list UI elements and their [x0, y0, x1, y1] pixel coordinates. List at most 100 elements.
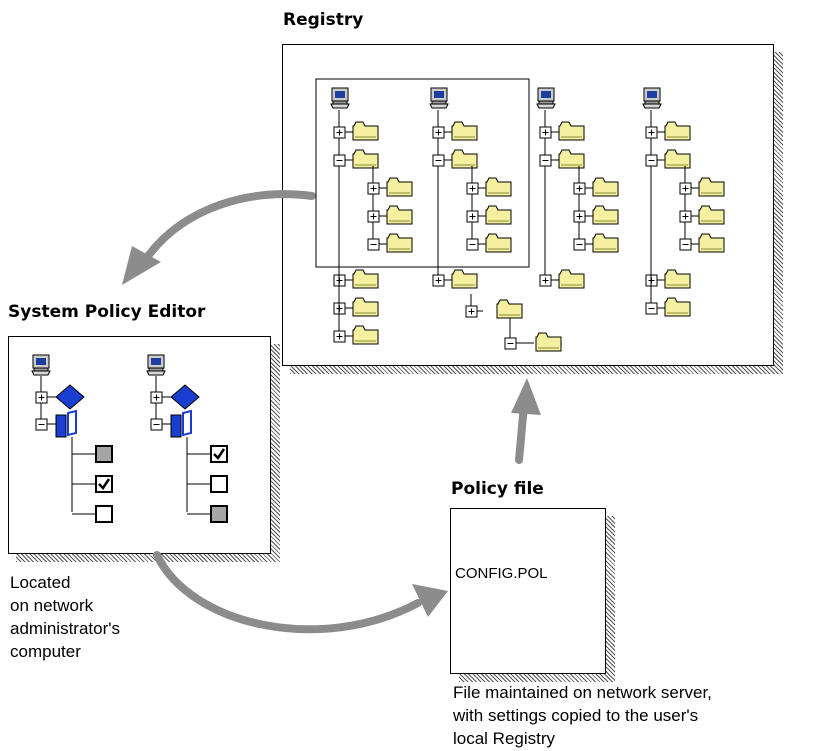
plus-expander-icon [432, 126, 445, 139]
computer-icon [330, 87, 350, 109]
checkmark [213, 448, 226, 460]
plus-expander-icon [367, 210, 380, 223]
checkbox-icon [210, 475, 228, 493]
registry-trees [330, 87, 725, 352]
folder-icon [451, 269, 478, 289]
folder-icon [698, 177, 725, 197]
folder-icon [352, 149, 379, 169]
arrow-head-left [122, 246, 161, 285]
plus-expander-icon [573, 210, 586, 223]
editor-caption-line: on network [10, 596, 94, 615]
minus-expander-icon [367, 238, 380, 251]
arrow-head-up [511, 378, 541, 415]
policy-file-title: Policy file [451, 479, 544, 499]
policy-tree [146, 354, 228, 523]
editor-trees [31, 354, 228, 523]
folder-icon [451, 149, 478, 169]
policy-file-caption: File maintained on network server, with s… [453, 681, 712, 750]
editor-caption-line: computer [10, 642, 81, 661]
folder-icon [485, 205, 512, 225]
policy-file-box [450, 508, 606, 674]
folder-icon [664, 269, 691, 289]
minus-expander-icon [333, 154, 346, 167]
plus-expander-icon [333, 126, 346, 139]
minus-expander-icon [35, 418, 48, 431]
folder-icon [485, 233, 512, 253]
minus-expander-icon [504, 337, 517, 350]
closed-book-icon [55, 384, 85, 410]
minus-expander-icon [150, 418, 163, 431]
computer-icon [536, 87, 556, 109]
minus-expander-icon [645, 154, 658, 167]
folder-icon [698, 233, 725, 253]
arrow-head-right [412, 584, 448, 617]
policy-caption-line: File maintained on network server, [453, 683, 712, 702]
folder-icon [592, 177, 619, 197]
folder-icon [535, 332, 562, 352]
plus-expander-icon [539, 126, 552, 139]
registry-subtree [465, 294, 562, 352]
folder-icon [352, 269, 379, 289]
folder-icon [664, 297, 691, 317]
folder-icon [352, 121, 379, 141]
registry-subset-frame [315, 78, 530, 268]
editor-caption-line: Located [10, 573, 71, 592]
plus-expander-icon [466, 210, 479, 223]
folder-icon [664, 121, 691, 141]
editor-title: System Policy Editor [8, 302, 206, 322]
plus-expander-icon [432, 274, 445, 287]
computer-icon [146, 354, 166, 376]
plus-expander-icon [35, 391, 48, 404]
open-book-icon [170, 409, 192, 438]
editor-caption: Located on network administrator's computer [10, 571, 120, 663]
arrow-icon [144, 190, 528, 634]
policy-caption-line: with settings copied to the user's [453, 706, 699, 725]
plus-expander-icon [150, 391, 163, 404]
closed-book-icon [170, 384, 200, 410]
folder-icon [386, 177, 413, 197]
registry-tree [536, 87, 619, 289]
folder-icon [664, 149, 691, 169]
checkbox-icon [95, 475, 113, 493]
computer-icon [31, 354, 51, 376]
folder-icon [352, 297, 379, 317]
computer-icon [642, 87, 662, 109]
folder-icon [558, 149, 585, 169]
plus-expander-icon [466, 182, 479, 195]
folder-icon [558, 269, 585, 289]
policy-tree [31, 354, 113, 523]
checkmark [98, 478, 111, 490]
folder-icon [386, 233, 413, 253]
folder-icon [558, 121, 585, 141]
open-book-icon [55, 409, 77, 438]
minus-expander-icon [466, 238, 479, 251]
plus-expander-icon [367, 182, 380, 195]
registry-tree [429, 87, 512, 289]
minus-expander-icon [679, 238, 692, 251]
checkbox-icon [95, 505, 113, 523]
plus-expander-icon [539, 274, 552, 287]
editor-caption-line: administrator's [10, 619, 121, 638]
policy-caption-line: local Registry [453, 729, 556, 748]
checkbox-icon [95, 445, 113, 463]
folder-icon [496, 299, 523, 319]
checkbox-icon [210, 445, 228, 463]
computer-icon [429, 87, 449, 109]
minus-expander-icon [539, 154, 552, 167]
plus-expander-icon [333, 330, 346, 343]
policy-filename: CONFIG.POL [455, 565, 548, 582]
registry-title: Registry [283, 10, 364, 30]
minus-expander-icon [573, 238, 586, 251]
registry-tree [330, 87, 413, 345]
minus-expander-icon [645, 302, 658, 315]
plus-expander-icon [645, 126, 658, 139]
folder-icon [592, 205, 619, 225]
folder-icon [698, 205, 725, 225]
plus-expander-icon [679, 210, 692, 223]
minus-expander-icon [432, 154, 445, 167]
plus-expander-icon [465, 305, 478, 318]
folder-icon [451, 121, 478, 141]
folder-icon [592, 233, 619, 253]
plus-expander-icon [679, 182, 692, 195]
